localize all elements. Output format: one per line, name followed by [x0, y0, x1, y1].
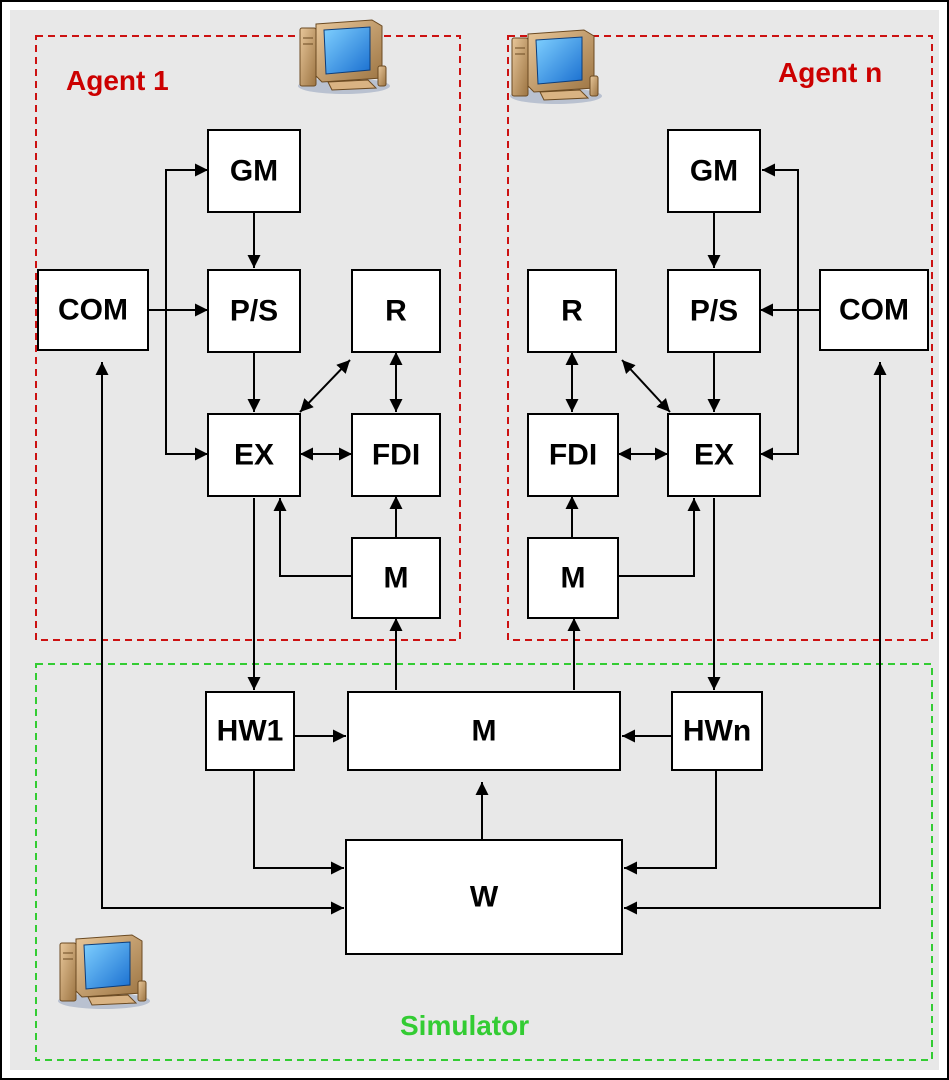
block-label: P/S	[230, 295, 278, 328]
hardware-n-block: HWn	[671, 691, 763, 771]
block-label: W	[470, 881, 499, 914]
simulator-region	[35, 663, 933, 1061]
monitor-block: M	[527, 537, 619, 619]
block-label: FDI	[372, 439, 420, 472]
simulator-monitor-block: M	[347, 691, 621, 771]
fdi-block: FDI	[527, 413, 619, 497]
agent1-blocks: GM P/S COM R EX FDI M	[37, 129, 441, 619]
monitor-block: M	[351, 537, 441, 619]
block-label: EX	[234, 439, 274, 472]
block-label: FDI	[549, 439, 597, 472]
agentn-label: Agent n	[778, 57, 882, 88]
r-block: R	[351, 269, 441, 353]
com-block: COM	[819, 269, 929, 351]
executor-block: EX	[667, 413, 761, 497]
block-label: HW1	[217, 715, 284, 748]
world-block: W	[345, 839, 623, 955]
computer-icon	[509, 29, 603, 105]
block-label: M	[472, 715, 497, 748]
planner-scheduler-block: P/S	[207, 269, 301, 353]
r-block: R	[527, 269, 617, 353]
arrow-com-to-gm	[165, 163, 208, 310]
block-label: M	[384, 562, 409, 595]
agentn-blocks: GM P/S COM R EX FDI M	[527, 129, 929, 619]
block-label: EX	[694, 439, 734, 472]
arrow-com-to-gm	[762, 163, 799, 310]
block-label: P/S	[690, 295, 738, 328]
agent1-label: Agent 1	[66, 65, 169, 96]
block-label: COM	[839, 294, 909, 327]
simulator-blocks: HW1 HWn M W	[205, 691, 763, 955]
block-label: HWn	[683, 715, 751, 748]
block-label: R	[561, 295, 583, 328]
block-label: COM	[58, 294, 128, 327]
block-label: M	[561, 562, 586, 595]
simulator-connectors	[95, 362, 887, 915]
executor-block: EX	[207, 413, 301, 497]
computer-icon	[57, 934, 151, 1010]
simulator-label: Simulator	[400, 1010, 529, 1041]
planner-scheduler-block: P/S	[667, 269, 761, 353]
com-block: COM	[37, 269, 149, 351]
block-label: GM	[690, 155, 738, 188]
goal-manager-block: GM	[667, 129, 761, 213]
goal-manager-block: GM	[207, 129, 301, 213]
computer-icon	[297, 19, 391, 95]
arrow-comn-w	[624, 362, 887, 915]
fdi-block: FDI	[351, 413, 441, 497]
hardware-1-block: HW1	[205, 691, 295, 771]
arrow-com1-w	[95, 362, 344, 915]
block-label: GM	[230, 155, 278, 188]
block-label: R	[385, 295, 407, 328]
